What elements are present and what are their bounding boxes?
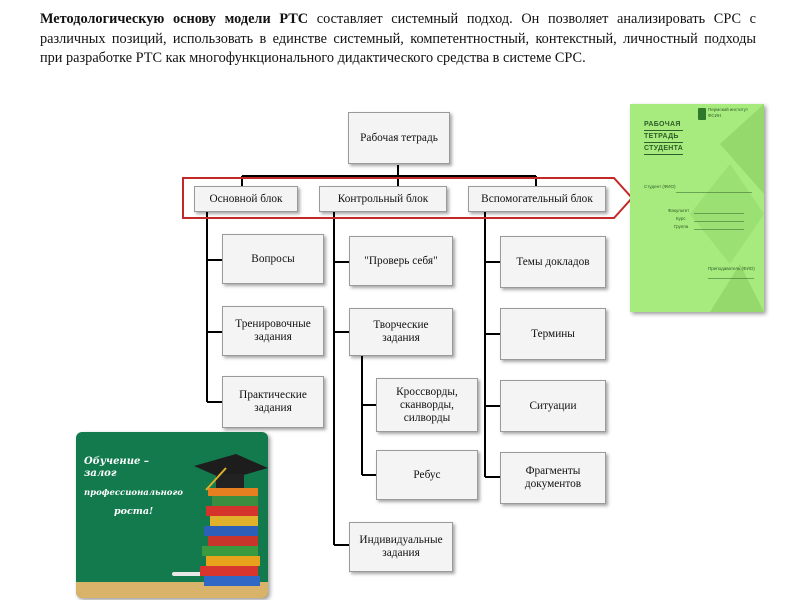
node-control-block: Контрольный блок (319, 186, 447, 212)
node-aux-block: Вспомогательный блок (468, 186, 606, 212)
cover-line (676, 192, 752, 193)
node-training-tasks: Тренировочные задания (222, 306, 324, 356)
cover-title-line: ТЕТРАДЬ (644, 132, 684, 143)
cover-title-line: РАБОЧАЯ (644, 120, 684, 131)
node-creative-tasks: Творческие задания (349, 308, 453, 356)
cover-line (708, 278, 754, 279)
node-report-topics: Темы докладов (500, 236, 606, 288)
node-terms: Термины (500, 308, 606, 360)
cover-field-group: Группа (674, 224, 689, 229)
cover-title: РАБОЧАЯ ТЕТРАДЬ СТУДЕНТА (644, 120, 684, 156)
node-document-fragments: Фрагменты документов (500, 452, 606, 504)
intro-bold-text: Методологическую основу модели РТС (40, 11, 309, 27)
poster-line-2: профессионального (84, 488, 183, 498)
cover-field-course: Курс (676, 216, 686, 221)
cover-pattern (690, 104, 764, 312)
node-main-block: Основной блок (194, 186, 298, 212)
education-poster-image: Обучение – залог профессионального роста… (76, 432, 268, 598)
intro-text: составляет системный подход. Он позволяе… (40, 11, 756, 66)
node-practical-tasks: Практические задания (222, 376, 324, 428)
cover-line (694, 229, 744, 230)
node-check-yourself: "Проверь себя" (349, 236, 453, 286)
node-situations: Ситуации (500, 380, 606, 432)
node-root: Рабочая тетрадь (348, 112, 450, 164)
node-questions: Вопросы (222, 234, 324, 284)
poster-line-1: Обучение – залог (84, 456, 149, 479)
intro-paragraph: Методологическую основу модели РТС соста… (40, 10, 756, 69)
node-rebus: Ребус (376, 450, 478, 500)
books-illustration (76, 454, 268, 598)
node-crosswords: Кроссворды, сканворды, силворды (376, 378, 478, 432)
cover-publisher: Пермский институт ФСИН (708, 107, 749, 118)
highlight-arrow-frame (182, 177, 634, 219)
workbook-cover-image: Пермский институт ФСИН РАБОЧАЯ ТЕТРАДЬ С… (630, 104, 764, 312)
cover-line (694, 221, 744, 222)
poster-text: Обучение – залог профессионального роста… (84, 456, 183, 519)
cover-title-line: СТУДЕНТА (644, 144, 684, 155)
cover-field-faculty: Факультет (668, 208, 690, 213)
publisher-logo-icon (698, 108, 706, 120)
node-individual-tasks: Индивидуальные задания (349, 522, 453, 572)
cover-field-student: Студент (ФИО) (644, 184, 676, 189)
cover-field-teacher: Преподаватель (ФИО) (708, 266, 755, 271)
poster-line-3: роста! (114, 506, 154, 517)
cover-line (694, 213, 744, 214)
